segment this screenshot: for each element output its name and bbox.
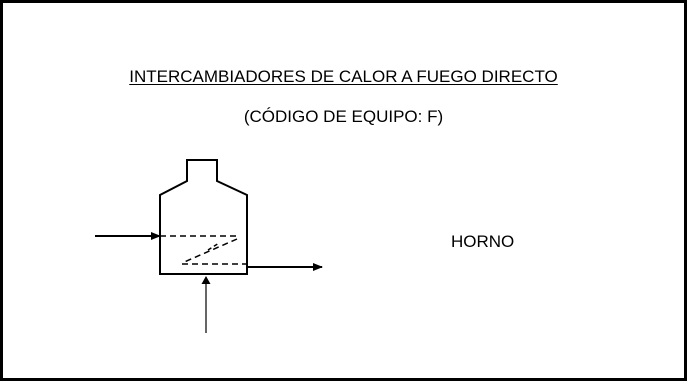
furnace-body [159,159,248,275]
page-title: INTERCAMBIADORES DE CALOR A FUEGO DIRECT… [129,67,558,86]
equipment-code-subtitle: (CÓDIGO DE EQUIPO: F) [243,107,444,126]
coil-diagonal-dashed [181,238,238,264]
coil-diagonal-small-dashed [207,242,220,251]
equipment-label-horno: HORNO [451,232,515,251]
furnace-diagram [95,159,323,333]
